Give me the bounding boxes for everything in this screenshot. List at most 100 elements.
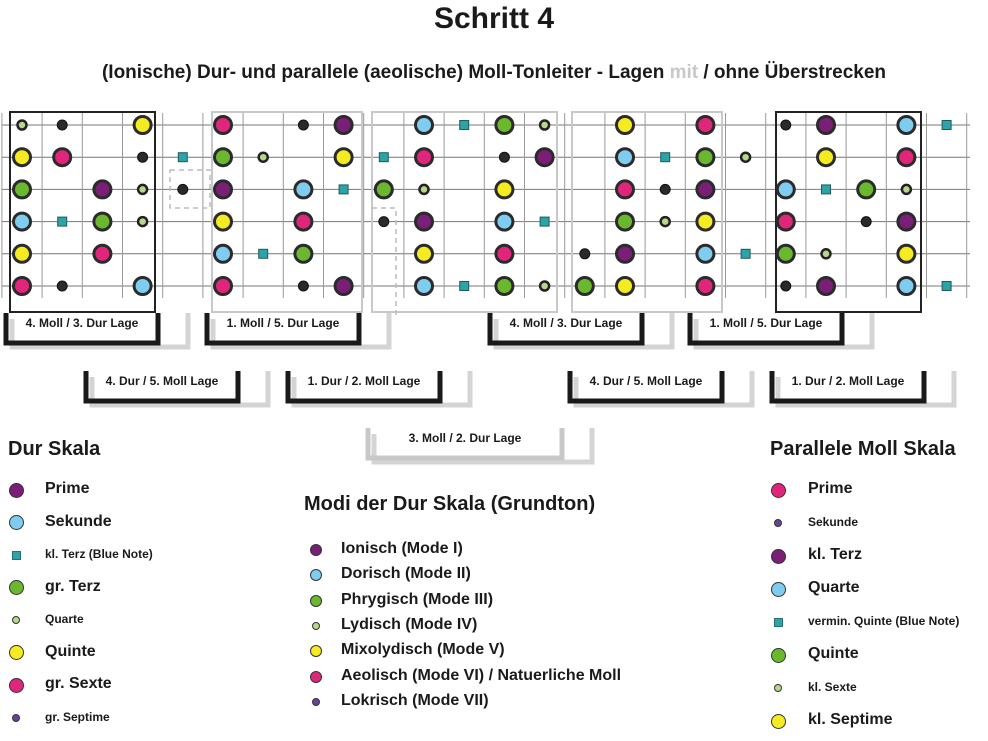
position-label: 4. Moll / 3. Dur Lage bbox=[510, 316, 623, 330]
note-sexte bbox=[775, 211, 796, 232]
note-terz-klein bbox=[821, 184, 831, 195]
legend-label: kl. Terz (Blue Note) bbox=[45, 547, 153, 561]
note-terz bbox=[856, 179, 877, 200]
note-terz-klein bbox=[459, 281, 470, 291]
legend-swatch-icon bbox=[8, 677, 24, 693]
note-quinte bbox=[213, 211, 233, 232]
note-quarte bbox=[538, 280, 551, 292]
note-quarte bbox=[659, 215, 671, 228]
note-terz bbox=[695, 147, 716, 168]
legend-label: kl. Terz bbox=[808, 546, 862, 563]
note-prime bbox=[615, 243, 635, 264]
position-bracket bbox=[365, 428, 565, 461]
note-prime bbox=[534, 147, 555, 168]
note-prime bbox=[896, 211, 917, 232]
note-quarte bbox=[538, 119, 551, 131]
legend-swatch-icon bbox=[12, 616, 20, 624]
position-shadow bbox=[493, 313, 675, 350]
position-bracket bbox=[285, 371, 443, 404]
legend-label: Sekunde bbox=[45, 512, 112, 530]
legend-swatch-icon bbox=[8, 482, 24, 498]
note-terz-klein bbox=[459, 120, 470, 130]
legend-modi-heading: Modi der Dur Skala (Grundton) bbox=[304, 493, 596, 515]
note-quinte bbox=[333, 147, 354, 168]
position-shadow bbox=[371, 428, 595, 465]
legend-label: Quinte bbox=[808, 645, 859, 662]
note-terz-klein bbox=[177, 152, 188, 163]
legend-label: Quarte bbox=[808, 579, 860, 596]
note-sexte bbox=[896, 147, 917, 168]
note-sekunde bbox=[132, 276, 153, 296]
legend-swatch-icon bbox=[310, 594, 322, 607]
position-shadow bbox=[693, 313, 875, 350]
note-quarte bbox=[900, 183, 913, 196]
note-sexte bbox=[695, 115, 716, 135]
note-quinte bbox=[615, 276, 635, 296]
note-quinte bbox=[414, 243, 434, 264]
note-terz bbox=[494, 276, 515, 296]
note-sexte bbox=[695, 276, 716, 296]
fret-grid bbox=[1, 113, 970, 298]
note-septime bbox=[378, 216, 390, 228]
legend-label: gr. Terz bbox=[45, 577, 101, 595]
subtitle-main: (Ionische) Dur- und parallele (aeolische… bbox=[101, 62, 670, 83]
subtitle-faint: mit bbox=[669, 62, 699, 83]
note-prime bbox=[333, 276, 354, 296]
legend-swatch-icon bbox=[773, 617, 783, 627]
legend-dur-heading: Dur Skala bbox=[8, 438, 101, 460]
note-markers bbox=[12, 115, 952, 296]
legend-swatch-icon bbox=[312, 621, 320, 630]
position-shadow bbox=[573, 371, 755, 408]
position-bracket bbox=[567, 371, 725, 404]
legend-swatch-icon bbox=[8, 515, 24, 530]
note-terz-klein bbox=[941, 120, 952, 130]
note-terz-klein bbox=[258, 248, 269, 259]
note-terz bbox=[12, 179, 32, 200]
legend-swatch-icon bbox=[310, 544, 322, 556]
legend-label: Prime bbox=[45, 480, 90, 497]
legend-swatch-icon bbox=[8, 580, 24, 595]
position-shadow bbox=[9, 313, 191, 350]
position-shadow bbox=[775, 371, 957, 408]
position-shadow bbox=[89, 371, 271, 408]
note-septime bbox=[56, 119, 68, 131]
note-quinte bbox=[12, 243, 32, 264]
position-label: 4. Dur / 5. Moll Lage bbox=[106, 374, 219, 388]
note-sekunde bbox=[615, 147, 635, 168]
note-prime bbox=[816, 276, 836, 296]
note-terz-klein bbox=[57, 216, 68, 227]
legend-label: vermin. Quinte (Blue Note) bbox=[808, 614, 960, 628]
legend-label: Quarte bbox=[45, 612, 84, 626]
legend-label: Quinte bbox=[45, 642, 96, 660]
note-terz bbox=[293, 243, 314, 264]
legend-label: Aeolisch (Mode VI) / Natuerliche Moll bbox=[341, 666, 622, 684]
legend-swatch-icon bbox=[770, 482, 786, 498]
legend-label: gr. Septime bbox=[45, 709, 110, 724]
subtitle-end: / ohne Überstrecken bbox=[698, 62, 887, 83]
note-septime bbox=[56, 280, 68, 292]
note-septime bbox=[137, 151, 149, 163]
note-sexte bbox=[414, 147, 434, 168]
note-sekunde bbox=[414, 115, 434, 135]
position-bracket bbox=[3, 313, 161, 346]
legend-swatch-icon bbox=[11, 550, 21, 560]
note-prime bbox=[414, 211, 434, 232]
legend-swatch-icon bbox=[8, 645, 24, 660]
page-subtitle: (Ionische) Dur- und parallele (aeolische… bbox=[0, 62, 988, 84]
legend-swatch-icon bbox=[12, 713, 20, 722]
note-sexte bbox=[92, 243, 113, 264]
note-quinte bbox=[494, 179, 515, 200]
position-boxes: 4. Moll / 3. Dur Lage 1. Moll / 5. Dur La… bbox=[3, 111, 957, 465]
legend-label: kl. Sexte bbox=[808, 680, 857, 694]
position-bracket bbox=[83, 371, 241, 404]
note-sexte bbox=[213, 115, 233, 135]
position-frame bbox=[571, 111, 723, 313]
note-prime bbox=[333, 115, 354, 135]
note-terz-klein bbox=[378, 152, 389, 163]
legend-label: Lydisch (Mode IV) bbox=[341, 615, 478, 633]
note-septime bbox=[659, 183, 671, 195]
position-label: 1. Moll / 5. Dur Lage bbox=[710, 316, 823, 330]
note-quinte bbox=[615, 115, 635, 135]
position-shadow bbox=[210, 313, 392, 350]
note-septime bbox=[780, 280, 792, 292]
